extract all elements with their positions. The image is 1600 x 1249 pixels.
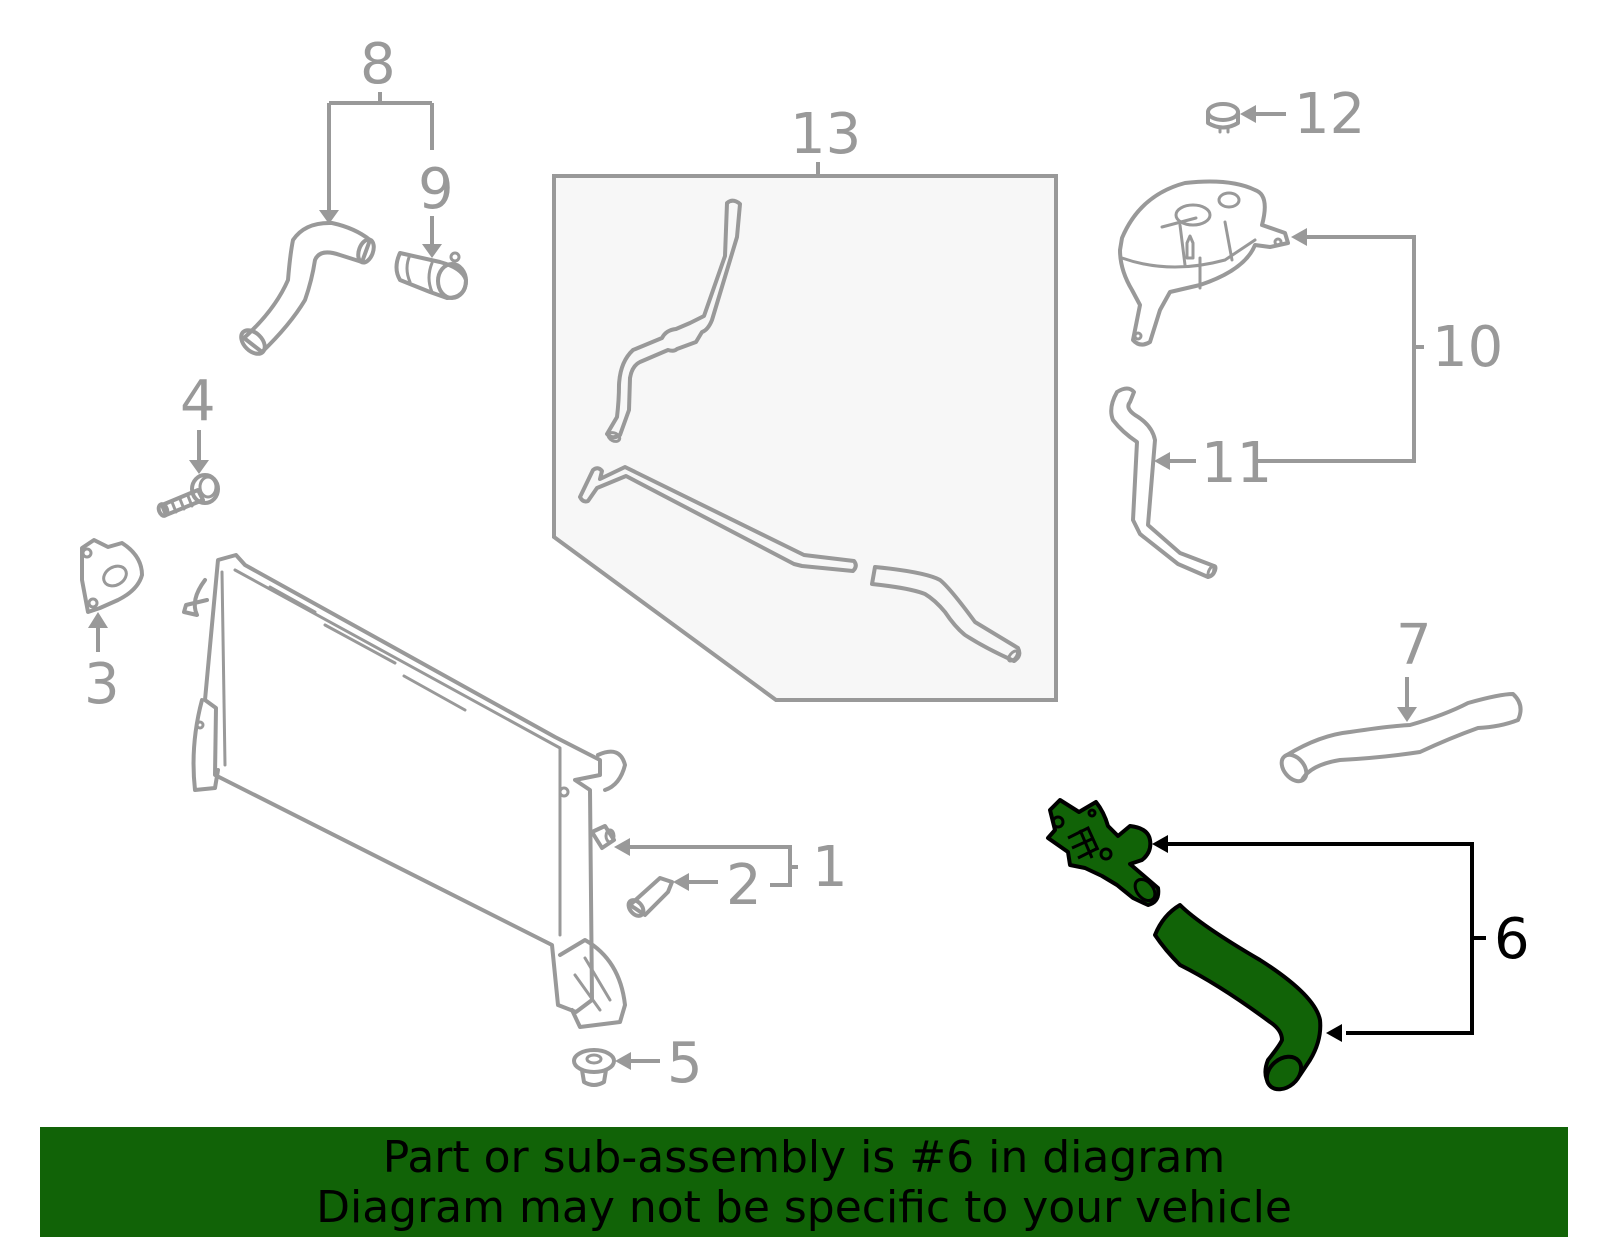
insulator-part[interactable] — [572, 1048, 616, 1087]
drain-plug-2-part[interactable] — [626, 876, 674, 919]
callout-13[interactable]: 13 — [790, 102, 861, 167]
hose-kit-box[interactable] — [552, 174, 1058, 702]
callout-8[interactable]: 8 — [360, 32, 396, 97]
part-notice-banner: Part or sub-assembly is #6 in diagram Di… — [40, 1127, 1568, 1237]
callout-7[interactable]: 7 — [1396, 613, 1432, 678]
hose-kit-group-13: 13 — [552, 102, 1058, 702]
thermostat-housing-part[interactable] — [1046, 798, 1161, 907]
reservoir-cap-part[interactable] — [1206, 102, 1240, 134]
callout-group-1-2: 1 2 — [614, 835, 848, 918]
bolt-part[interactable] — [156, 473, 220, 518]
callout-group-8-9: 8 9 — [319, 32, 454, 258]
hose-7-part[interactable] — [1277, 692, 1523, 786]
callout-5[interactable]: 5 — [667, 1031, 703, 1096]
callout-group-12: 12 — [1240, 82, 1365, 147]
callout-6[interactable]: 6 — [1494, 907, 1530, 972]
callout-11[interactable]: 11 — [1201, 431, 1272, 496]
banner-line-disclaimer: Diagram may not be specific to your vehi… — [316, 1182, 1292, 1233]
kit-hose-lower[interactable] — [578, 465, 1022, 663]
callout-group-3: 3 — [84, 612, 120, 717]
callout-1[interactable]: 1 — [812, 835, 848, 900]
callout-3[interactable]: 3 — [84, 652, 120, 717]
callout-9[interactable]: 9 — [418, 157, 454, 222]
callout-4[interactable]: 4 — [180, 369, 216, 434]
callout-group-7: 7 — [1396, 613, 1432, 722]
reservoir-hose-part[interactable] — [1109, 386, 1218, 579]
callout-2[interactable]: 2 — [726, 853, 762, 918]
kit-hose-upper[interactable] — [605, 198, 742, 443]
coolant-reservoir-part[interactable] — [1118, 179, 1290, 347]
hose-clamp-fitting-part[interactable] — [394, 251, 468, 300]
callout-group-4: 4 — [180, 369, 216, 474]
drain-plug-1-part[interactable] — [590, 824, 616, 850]
bracket-part[interactable] — [80, 538, 144, 614]
callout-group-5: 5 — [615, 1031, 703, 1096]
banner-line-part-number: Part or sub-assembly is #6 in diagram — [382, 1132, 1226, 1183]
callout-12[interactable]: 12 — [1294, 82, 1365, 147]
upper-hose-part[interactable] — [237, 220, 377, 358]
callout-group-6: 6 — [1152, 835, 1530, 1042]
callout-group-10-11: 10 11 — [1154, 228, 1503, 496]
callout-10[interactable]: 10 — [1432, 315, 1503, 380]
lower-hose-part[interactable] — [1153, 903, 1323, 1096]
radiator-part[interactable] — [182, 553, 627, 1029]
